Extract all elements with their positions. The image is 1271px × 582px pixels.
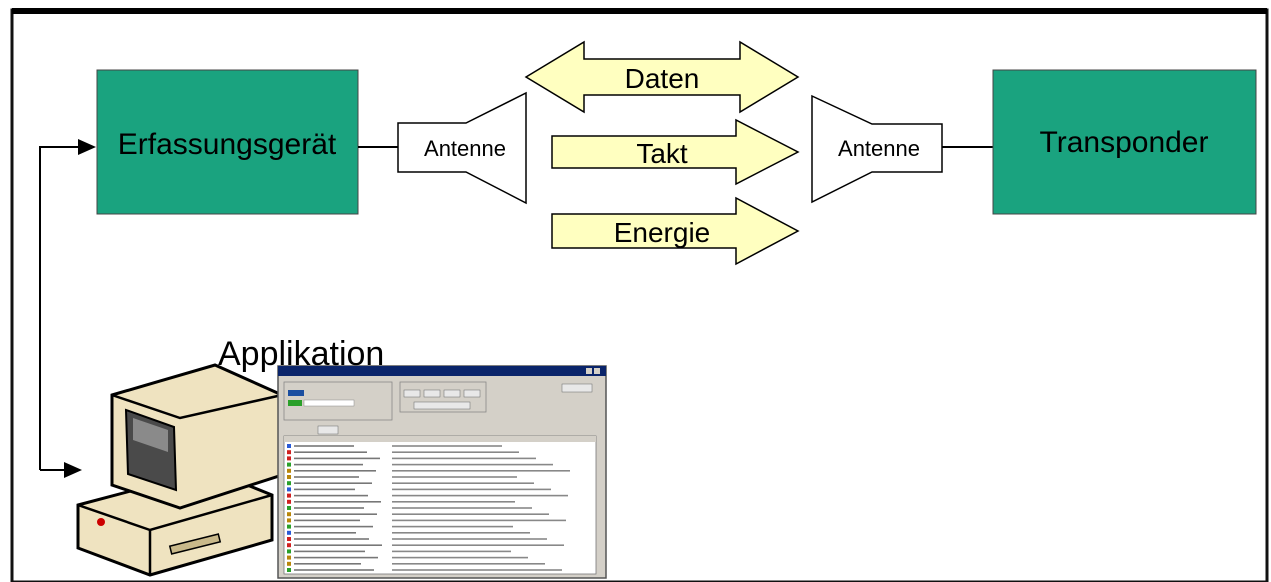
- shot-row-text: [294, 482, 372, 484]
- shot-row-text: [294, 494, 368, 497]
- shot-row-text: [294, 470, 376, 472]
- shot-row-text: [294, 569, 374, 571]
- shot-row-icon: [287, 561, 291, 566]
- shot-row-icon: [287, 568, 291, 572]
- reader-label: Erfassungsgerät: [118, 128, 337, 161]
- shot-row-data: [392, 482, 534, 484]
- shot-row-data: [392, 544, 564, 546]
- data-arrow-label: Daten: [625, 63, 700, 94]
- arrowhead-to-computer: [64, 462, 82, 478]
- shot-row-icon: [287, 524, 291, 529]
- shot-row-icon: [287, 549, 291, 554]
- arrowhead-to-reader: [78, 139, 96, 155]
- shot-row-data: [392, 525, 513, 528]
- clock-arrow: [551, 118, 800, 186]
- shot-row-text: [294, 513, 377, 515]
- antenna-left-shape: [397, 91, 527, 205]
- shot-row-data: [392, 463, 553, 466]
- transponder-label: Transponder: [1040, 126, 1209, 159]
- shot-row-icon: [287, 493, 291, 498]
- shot-row-text: [294, 488, 355, 491]
- shot-row-icon: [287, 543, 291, 548]
- shot-row-icon: [287, 456, 291, 461]
- data-double-arrow: [524, 40, 800, 114]
- shot-row-text: [294, 507, 364, 509]
- shot-row-icon: [287, 512, 291, 517]
- shot-row-text: [294, 538, 369, 540]
- antenna-right-label: Antenne: [838, 136, 920, 161]
- computer-icon: [76, 363, 284, 577]
- shot-row-text: [294, 519, 360, 522]
- antenna-left-label: Antenne: [424, 136, 506, 161]
- shot-row-text: [294, 532, 356, 534]
- shot-row-icon: [287, 468, 291, 473]
- shot-row-icon: [287, 506, 291, 510]
- shot-row-icon: [287, 530, 291, 535]
- energy-arrow-label: Energie: [614, 217, 711, 248]
- shot-row-data: [392, 488, 551, 491]
- application-window-screenshot: [277, 365, 607, 579]
- shot-row-icon: [287, 462, 291, 467]
- shot-row-text: [294, 476, 359, 478]
- shot-row-text: [294, 563, 361, 565]
- shot-row-icon: [287, 481, 291, 486]
- shot-row-data: [392, 470, 570, 472]
- shot-row-data: [392, 457, 536, 460]
- shot-row-data: [392, 451, 519, 453]
- shot-row-icon: [287, 444, 291, 448]
- shot-row-data: [392, 513, 549, 515]
- shot-row-text: [294, 457, 380, 460]
- shot-row-data: [392, 445, 502, 447]
- shot-row-data: [392, 494, 568, 497]
- shot-row-data: [392, 501, 515, 503]
- shot-row-data: [392, 563, 545, 565]
- shot-row-data: [392, 519, 566, 522]
- shot-row-text: [294, 525, 373, 528]
- shot-row-icon: [287, 487, 291, 492]
- antenna-right-shape: [811, 94, 943, 204]
- shot-row-data: [392, 550, 511, 553]
- shot-row-icon: [287, 555, 291, 560]
- shot-row-text: [294, 501, 381, 503]
- shot-row-text: [294, 445, 354, 447]
- reader-box: [96, 69, 359, 215]
- transponder-box: [992, 69, 1257, 215]
- bracket-line: [39, 146, 82, 470]
- shot-row-text: [294, 463, 363, 466]
- shot-row-icon: [287, 537, 291, 541]
- shot-row-icon: [287, 518, 291, 523]
- shot-row-text: [294, 544, 382, 546]
- shot-row-data: [392, 532, 530, 534]
- shot-row-data: [392, 538, 547, 540]
- shot-row-data: [392, 507, 532, 509]
- shot-row-icon: [287, 499, 291, 504]
- shot-row-text: [294, 556, 378, 559]
- clock-arrow-label: Takt: [636, 138, 688, 169]
- shot-row-text: [294, 451, 367, 453]
- shot-row-data: [392, 476, 517, 478]
- shot-row-text: [294, 550, 365, 553]
- energy-arrow: [551, 196, 800, 266]
- shot-row-icon: [287, 450, 291, 455]
- shot-row-icon: [287, 475, 291, 479]
- shot-row-data: [392, 556, 528, 559]
- shot-row-data: [392, 569, 562, 571]
